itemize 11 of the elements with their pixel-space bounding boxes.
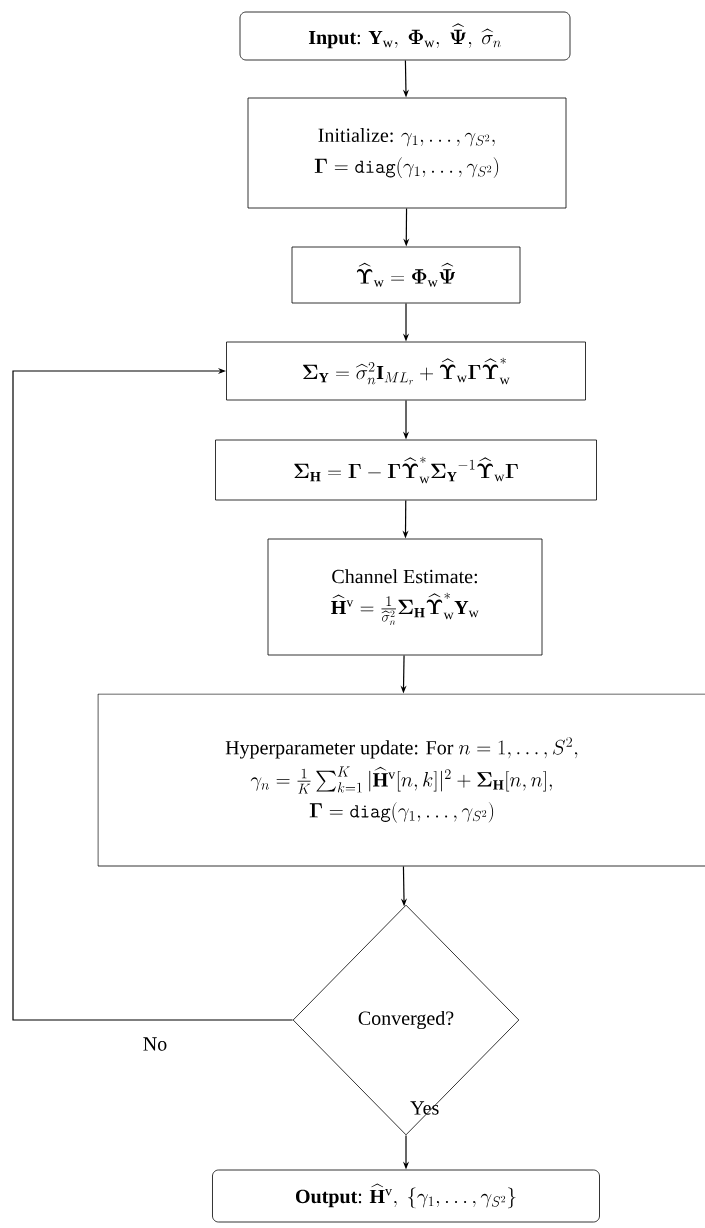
terminal-box: $\textbf{Output}\text{: }\widehat{\mathbf{H}}^{\mathrm{v}},\ \{\gamma_1,\ldots,\gamma_{S^2}\}$ xyxy=(212,1169,600,1223)
process-box: Channel Estimate: $\widehat{\mathbf{H}}^{\mathrm{v}}=\frac{1}{\widehat{\sigma}_n^2}\boldsymbol{\Sigma}_{\mathbf{H}}\widehat{\boldsymbol{\Upsilon}}_{\mathrm{w}}^*\mathbf{Y}_{\mathrm{w}}$ xyxy=(267,538,543,656)
process-box: $\boldsymbol{\Sigma}_{\mathbf{H}}=\boldsymbol{\Gamma}-\boldsymbol{\Gamma}\widehat{\boldsymbol{\Upsilon}}_{\mathrm{w}}^*{\boldsymbol{\Sigma}_{\mathbf{Y}}}^{-1}\widehat{\boldsymbol{\Upsilon}}_{\mathrm{w}}\boldsymbol{\Gamma}$ xyxy=(215,439,597,501)
process-box: $\boldsymbol{\Sigma}_{\mathbf{Y}}=\widehat{\sigma}_n^2\mathbf{I}_{ML_r}+\widehat{\boldsymbol{\Upsilon}}_{\mathrm{w}}\boldsymbol{\Gamma}\widehat{\boldsymbol{\Upsilon}}_{\mathrm{w}}^*$ xyxy=(226,341,586,401)
edge-label: Yes xyxy=(410,1101,439,1115)
edge-label: No xyxy=(143,1037,167,1051)
terminal-box: $\textbf{Input}\text{: }\mathbf{Y}_{\mathrm{w}},\ \boldsymbol{\Phi}_{\mathrm{w}},\ \widehat{\boldsymbol{\Psi}},\ \widehat{\sigma}_n$ xyxy=(239,11,571,61)
arrow xyxy=(12,367,294,1021)
process-box: $\text{Initialize: }\gamma_1,\ldots,\gamma_{S^2},$ $\boldsymbol{\Gamma}=\mathtt{diag}(\gamma_1,\ldots,\gamma_{S^2})$ xyxy=(247,97,567,209)
process-box: $\widehat{\boldsymbol{\Upsilon}}_{\mathrm{w}}=\boldsymbol{\Phi}_{\mathrm{w}}\widehat{\boldsymbol{\Psi}}$ xyxy=(291,246,521,304)
process-box: $\text{Hyperparameter update: For }n=1,\ldots,S^2,$ $\gamma_n=\frac{1}{K}\sum_{k=1}^K|\widehat{\mathbf{H}}^{\mathrm{v}}[n,k]|^2+\boldsymbol{\Sigma}_{\mathbf{H}}[n,n],$ $\boldsymbol{\Gamma}=\mathtt{diag}(\gamma_1,\ldots,\gamma_{S^2})$ xyxy=(97,693,705,867)
